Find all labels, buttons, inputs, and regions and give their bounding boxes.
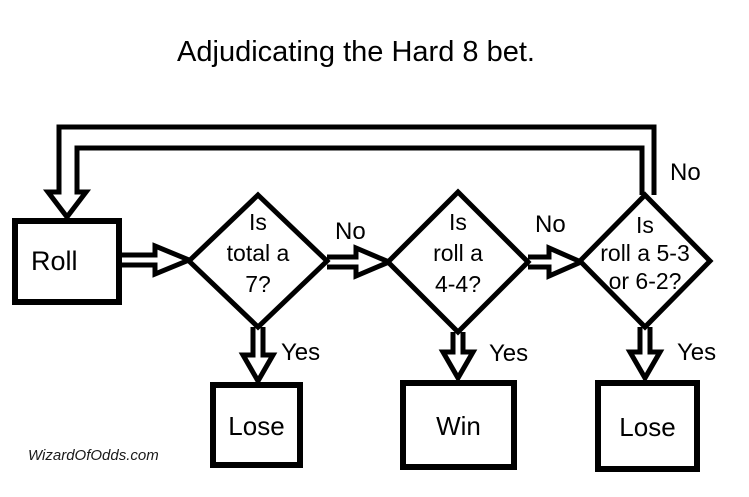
- edge-label-roll44-no: No: [535, 211, 566, 238]
- arrow-total7-to-roll44: [327, 244, 396, 280]
- page-title: Adjudicating the Hard 8 bet.: [177, 36, 535, 68]
- diamond-is-total-7: [185, 191, 331, 331]
- edge-label-roll5362-no: No: [670, 159, 701, 186]
- diamond-is-roll-53-62: [576, 191, 714, 331]
- edge-label-roll44-yes: Yes: [489, 340, 529, 367]
- roll-box: [12, 218, 122, 305]
- is-roll-44-line1: Is: [449, 209, 467, 235]
- is-total-7-line3: 7?: [245, 271, 271, 297]
- is-total-7-label: Is total a 7?: [188, 207, 328, 300]
- win-on-44-label: Win: [436, 410, 481, 441]
- edge-label-total7-yes: Yes: [281, 339, 321, 366]
- arrow-no-loop-to-roll: [42, 124, 657, 222]
- lose-on-7-label: Lose: [228, 411, 285, 441]
- lose-on-53-62-label: Lose: [619, 411, 676, 442]
- is-roll-44-label: Is roll a 4-4?: [388, 207, 528, 300]
- win-on-44-box: [400, 380, 517, 470]
- is-roll-44-line3: 4-4?: [434, 271, 482, 297]
- roll-node-label: Roll: [31, 246, 78, 276]
- arrow-roll44-yes-to-win: [438, 332, 478, 384]
- edge-label-total7-no: No: [335, 218, 366, 245]
- lose-on-53-62-box: [595, 380, 700, 472]
- diamond-is-roll-44: [384, 188, 532, 336]
- lose-on-7-box: [210, 382, 303, 468]
- is-total-7-line2: total a: [226, 240, 290, 266]
- is-roll-53-62-line1: Is: [636, 212, 654, 238]
- is-roll-44-line2: roll a: [433, 240, 483, 266]
- watermark: WizardOfOdds.com: [28, 447, 159, 464]
- arrow-roll44-to-roll5362: [528, 244, 588, 280]
- arrow-roll5362-yes-to-lose: [625, 327, 665, 384]
- is-total-7-line1: Is: [249, 209, 267, 235]
- arrow-total7-yes-to-lose: [238, 327, 278, 387]
- is-roll-53-62-label: Is roll a 5-3 or 6-2?: [575, 211, 715, 295]
- arrow-roll-to-total7: [122, 242, 196, 278]
- is-roll-53-62-line2: roll a 5-3: [600, 240, 690, 266]
- is-roll-53-62-line3: or 6-2?: [608, 268, 682, 294]
- edge-label-roll5362-yes: Yes: [677, 339, 717, 366]
